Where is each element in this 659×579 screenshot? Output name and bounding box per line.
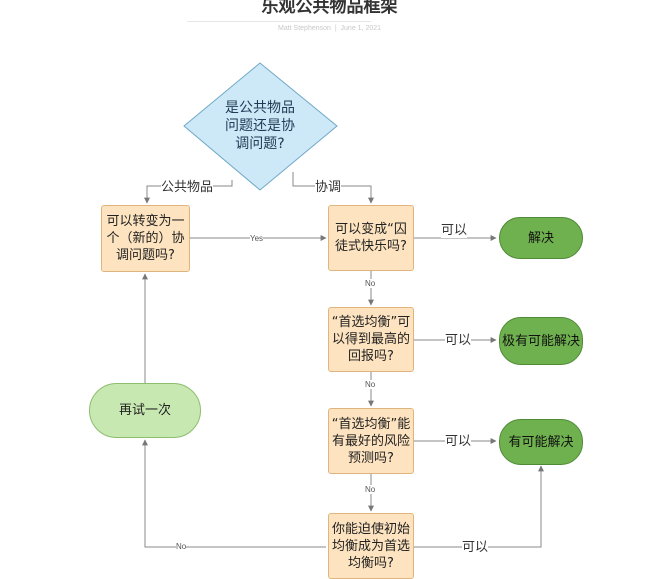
terminal-likely-solved[interactable]: 极有可能解决 [499, 317, 583, 365]
author: Matt Stephenson [277, 25, 331, 32]
terminal-retry[interactable]: 再试一次 [89, 383, 201, 438]
decision-start: 是公共物品问题还是协调问题? [225, 100, 295, 152]
byline: Matt Stephenson | June 1, 2021 [0, 25, 659, 32]
process-force[interactable]: 你能迫使初始均衡成为首选均衡吗? [328, 513, 414, 579]
label-no-4: No [176, 542, 187, 551]
label-no-1: No [365, 279, 376, 288]
process-risk[interactable]: “首选均衡”能有最好的风险预测吗? [328, 408, 414, 474]
date: June 1, 2021 [340, 25, 382, 32]
decision-diamond [183, 62, 338, 191]
page-title: 乐观公共物品框架 [261, 0, 398, 17]
label-no-2: No [365, 380, 376, 389]
label-coordination: 协调 [315, 180, 342, 195]
title-divider [187, 21, 371, 22]
label-can-3: 可以 [445, 434, 472, 449]
label-yes: Yes [250, 234, 264, 243]
edge-can-4 [414, 465, 544, 548]
process-convert[interactable]: 可以转变为一个（新的）协调问题吗? [101, 205, 190, 272]
label-can-2: 可以 [445, 333, 472, 348]
byline-separator: | [332, 25, 341, 32]
label-can-4: 可以 [462, 540, 489, 555]
terminal-solved[interactable]: 解决 [499, 217, 583, 259]
process-prisoners[interactable]: 可以变成“囚徒式快乐吗? [328, 205, 414, 271]
label-can-1: 可以 [441, 223, 468, 238]
label-public-goods: 公共物品 [161, 180, 214, 195]
process-best-equilibrium[interactable]: “首选均衡”可以得到最高的回报吗? [328, 307, 414, 372]
terminal-possible-solved[interactable]: 有可能解决 [499, 419, 583, 465]
edge-no-retry [142, 439, 326, 548]
label-no-3: No [365, 485, 376, 494]
